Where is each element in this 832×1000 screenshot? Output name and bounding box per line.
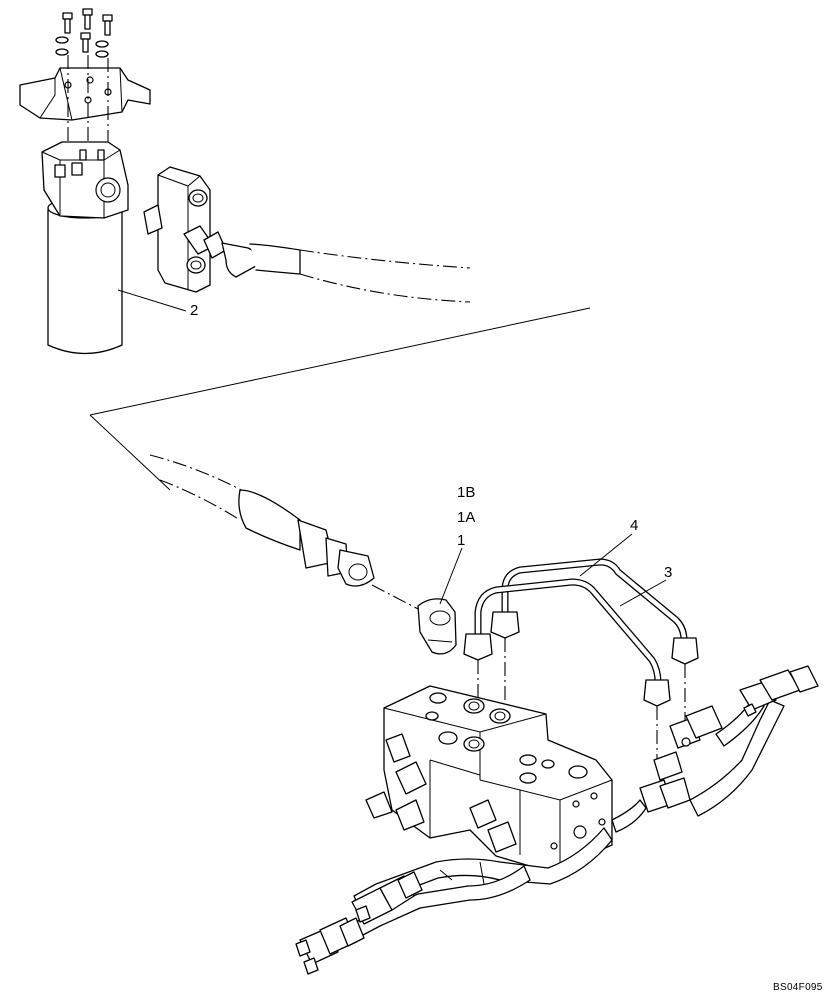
mounting-bracket [19,67,151,121]
elbow-fitting [417,598,457,655]
manifold-block [143,166,227,293]
bottom-hoses [295,827,613,975]
callout-item-4: 4 [630,517,639,534]
break-leader-lines [89,307,591,491]
mounting-bolts [55,8,113,58]
steel-tubes [463,558,699,707]
callout-item-1A: 1A [457,509,476,526]
callout-leaders [117,289,667,607]
callout-item-1: 1 [457,532,466,549]
figure-reference-code: BS04F095 [773,982,823,993]
right-hoses [611,665,819,833]
lower-hose [149,454,421,611]
callout-item-1B: 1B [457,484,476,501]
callout-item-3: 3 [664,564,673,581]
callout-item-2: 2 [190,302,199,319]
control-valve-assembly [365,685,613,873]
valve-right-fittings [639,705,723,813]
upper-hose [221,242,471,303]
hydraulic-filter-assembly [41,141,129,355]
bolt-alignment-lines [67,55,109,155]
